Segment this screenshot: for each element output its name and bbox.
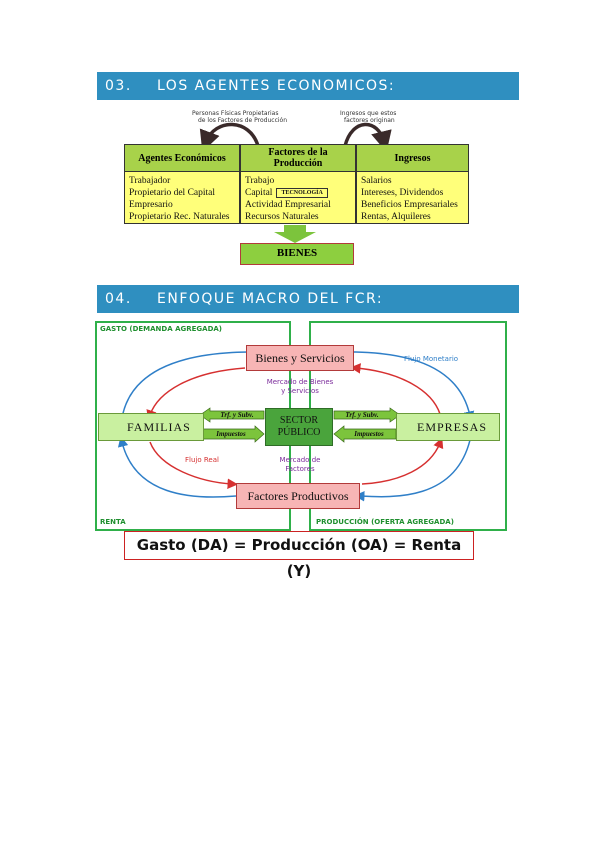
real-flow-top-right bbox=[350, 363, 441, 415]
sector-publico-box: SECTOR PÚBLICO bbox=[265, 408, 333, 446]
box-ingresos-title: Ingresos bbox=[357, 145, 468, 172]
renta-label: RENTA bbox=[100, 518, 126, 526]
list-item: Capital bbox=[245, 188, 273, 198]
impuestos-label-right: Impuestos bbox=[354, 430, 384, 438]
trf-subv-label-right: Trf. y Subv. bbox=[345, 411, 379, 419]
mercado-bienes-line-1: Mercado de Bienes bbox=[266, 378, 334, 386]
annotation-left: Personas Físicas Propietarias de los Fac… bbox=[192, 110, 287, 124]
monetary-flow-bottom-left bbox=[117, 436, 237, 498]
section-3-banner: 03. LOS AGENTES ECONOMICOS: bbox=[97, 72, 519, 100]
list-item: Salarios bbox=[361, 176, 392, 186]
down-arrow-shaft bbox=[284, 225, 306, 234]
box-agentes: Agentes Económicos Trabajador Propietari… bbox=[124, 144, 240, 224]
list-item: Empresario bbox=[129, 200, 173, 210]
sector-publico-line-1: SECTOR bbox=[279, 415, 319, 426]
gasto-label: GASTO (DEMANDA AGREGADA) bbox=[100, 325, 222, 333]
flujo-real-label: Flujo Real bbox=[185, 456, 219, 464]
familias-bar: FAMILIAS bbox=[98, 413, 204, 441]
annotation-left-line-1: Personas Físicas Propietarias bbox=[192, 110, 279, 117]
list-item: Rentas, Alquileres bbox=[361, 212, 431, 222]
mercado-factores-label: Mercado de Factores bbox=[268, 456, 332, 474]
trf-arrow-left bbox=[199, 407, 265, 423]
factores-productivos-box: Factores Productivos bbox=[236, 483, 360, 509]
section-3-arrows bbox=[199, 122, 392, 243]
produccion-label: PRODUCCIÓN (OFERTA AGREGADA) bbox=[316, 518, 454, 526]
section-3-title: LOS AGENTES ECONOMICOS: bbox=[157, 78, 396, 94]
tecnologia-tag: TECNOLOGÍA bbox=[276, 187, 328, 198]
curved-arrow-right bbox=[343, 122, 392, 153]
annotation-right: Ingresos que estos factores originan bbox=[340, 110, 396, 124]
list-item: Beneficios Empresariales bbox=[361, 200, 458, 210]
impuestos-arrow-right bbox=[333, 425, 397, 443]
mercado-factores-line-1: Mercado de bbox=[279, 456, 321, 464]
curved-arrow-left bbox=[199, 122, 260, 152]
real-flow-bottom-left bbox=[149, 441, 238, 489]
list-item: Intereses, Dividendos bbox=[361, 188, 444, 198]
trf-arrow-right bbox=[333, 407, 401, 423]
down-arrow-head bbox=[274, 232, 316, 243]
bienes-servicios-box: Bienes y Servicios bbox=[246, 345, 354, 371]
section-4-number: 04. bbox=[105, 291, 132, 307]
flujo-monetario-label: Flujo Monetario bbox=[404, 355, 459, 363]
annotation-right-line-1: Ingresos que estos bbox=[340, 110, 397, 117]
sector-publico-line-2: PÚBLICO bbox=[277, 427, 321, 438]
list-item: Trabajador bbox=[129, 176, 171, 186]
bienes-box: BIENES bbox=[240, 243, 354, 265]
empresas-bar: EMPRESAS bbox=[396, 413, 500, 441]
real-flow-bottom-right bbox=[361, 437, 444, 485]
monetary-flow-bottom-right bbox=[354, 439, 471, 502]
annotation-right-line-2: factores originan bbox=[344, 117, 395, 124]
box-agentes-list: Trabajador Propietario del Capital Empre… bbox=[129, 175, 237, 223]
section-3-number: 03. bbox=[105, 78, 132, 94]
annotation-left-line-2: de los Factores de Producción bbox=[198, 117, 288, 124]
box-factores: Factores de la Producción Trabajo Capita… bbox=[240, 144, 356, 224]
mercado-bienes-line-2: y Servicios bbox=[281, 387, 319, 395]
list-item: Propietario del Capital bbox=[129, 188, 216, 198]
real-flow-top bbox=[146, 367, 246, 421]
list-item: Trabajo bbox=[245, 176, 275, 186]
equation-box: Gasto (DA) = Producción (OA) = Renta (Y) bbox=[124, 531, 474, 580]
box-agentes-title: Agentes Económicos bbox=[125, 145, 239, 172]
impuestos-arrow-left bbox=[201, 425, 265, 443]
box-ingresos: Ingresos Salarios Intereses, Dividendos … bbox=[356, 144, 469, 224]
impuestos-label-left: Impuestos bbox=[216, 430, 246, 438]
mercado-bienes-label: Mercado de Bienes y Servicios bbox=[262, 378, 338, 396]
mercado-factores-line-2: Factores bbox=[285, 465, 315, 473]
list-item: Recursos Naturales bbox=[245, 212, 319, 222]
section-4-banner: 04. ENFOQUE MACRO DEL FCR: bbox=[97, 285, 519, 313]
section-4-title: ENFOQUE MACRO DEL FCR: bbox=[157, 291, 384, 307]
box-ingresos-list: Salarios Intereses, Dividendos Beneficio… bbox=[361, 175, 466, 223]
list-item: Actividad Empresarial bbox=[245, 200, 331, 210]
box-factores-title: Factores de la Producción bbox=[241, 145, 355, 172]
list-item: Propietario Rec. Naturales bbox=[129, 212, 230, 222]
trf-subv-label-left: Trf. y Subv. bbox=[220, 411, 254, 419]
